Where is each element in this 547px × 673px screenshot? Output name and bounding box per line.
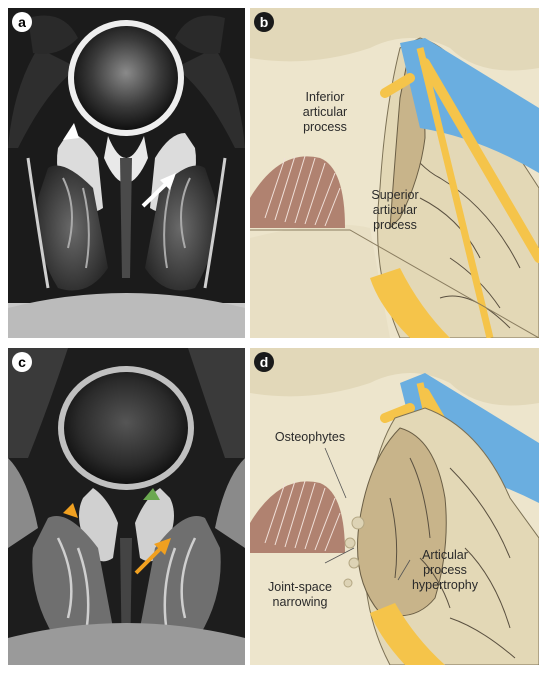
label-inferior-articular-process: Inferior articular process <box>290 90 360 135</box>
panel-c-mri: c <box>8 348 245 665</box>
mri-image-a <box>8 8 245 338</box>
panel-label-c: c <box>12 352 32 372</box>
panel-d-illustration: d Osteophytes Joint-space narrowing Arti… <box>250 348 539 665</box>
panel-a-mri: a <box>8 8 245 338</box>
illustration-b <box>250 8 539 338</box>
panel-label-a: a <box>12 12 32 32</box>
label-articular-process-hypertrophy: Articular process hypertrophy <box>400 548 490 593</box>
label-joint-space-narrowing: Joint-space narrowing <box>255 580 345 610</box>
panel-label-d: d <box>254 352 274 372</box>
label-superior-articular-process: Superior articular process <box>360 188 430 233</box>
label-osteophytes: Osteophytes <box>260 430 360 445</box>
illustration-d <box>250 348 539 665</box>
mri-image-c <box>8 348 245 665</box>
panel-label-b: b <box>254 12 274 32</box>
panel-b-illustration: b Inferior articular process Superior ar… <box>250 8 539 338</box>
